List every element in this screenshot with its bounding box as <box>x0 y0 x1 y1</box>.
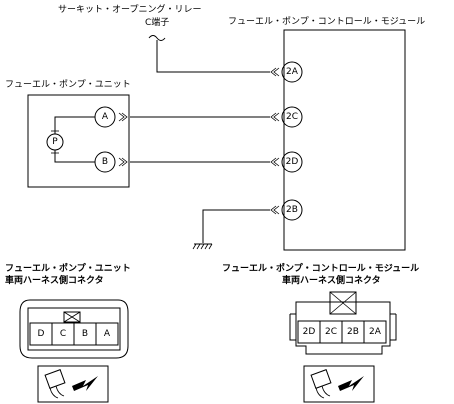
wire-2a: 2A <box>156 40 303 83</box>
pcm-connector: 2D 2C 2B 2A <box>289 291 397 355</box>
fpu-terminal-a: A <box>102 112 109 122</box>
relay-label-line1: サーキット・オープニング・リレー <box>58 3 201 15</box>
wire-2c: 2C <box>130 106 303 128</box>
wire-2b: 2B <box>202 199 303 243</box>
pcm-connector-title-line1: フューエル・ポンプ・コントロール・モジュール <box>222 262 419 274</box>
fpu-connector-pin: B <box>82 329 88 339</box>
wire-2d: 2D <box>130 151 303 173</box>
pump-internal-wiring: P <box>46 116 95 163</box>
pcm-connector-title-line2: 車両ハーネス側コネクタ <box>282 274 381 286</box>
fpu-connector-pin: A <box>104 329 111 339</box>
fpu-connector-title-line1: フューエル・ポンプ・ユニット <box>5 262 131 274</box>
ground-icon <box>192 243 213 250</box>
relay-wave-icon <box>148 35 166 41</box>
fpu-connector-pin: D <box>38 329 45 339</box>
pcm-connector-pin: 2C <box>325 327 337 337</box>
connector-view-icon <box>37 365 109 403</box>
fpu-connector: D C B A <box>19 299 129 359</box>
pcm-terminal-2b: 2B <box>286 205 298 215</box>
fpu-connector-title-line2: 車両ハーネス側コネクタ <box>5 274 104 286</box>
pcm-terminal-2c: 2C <box>286 112 298 122</box>
relay-label-line2: C端子 <box>145 16 169 28</box>
pcm-connector-pin: 2D <box>303 327 316 337</box>
fpu-terminal-a-group: A <box>94 106 128 128</box>
fpu-connector-pin: C <box>60 329 66 339</box>
pump-symbol: P <box>52 137 58 147</box>
fpu-box <box>27 94 130 188</box>
pcm-terminal-2d: 2D <box>286 157 299 167</box>
pcm-terminal-2a: 2A <box>286 67 299 77</box>
fpu-terminal-b: B <box>102 157 108 167</box>
pcm-connector-pin: 2A <box>369 327 382 337</box>
pcm-title: フューエル・ポンプ・コントロール・モジュール <box>228 16 425 27</box>
fpu-terminal-b-group: B <box>94 151 128 173</box>
connector-view-icon <box>303 365 375 403</box>
pcm-connector-pin: 2B <box>347 327 359 337</box>
fpu-title: フューエル・ポンプ・ユニット <box>5 79 131 90</box>
pcm-box <box>283 29 406 251</box>
